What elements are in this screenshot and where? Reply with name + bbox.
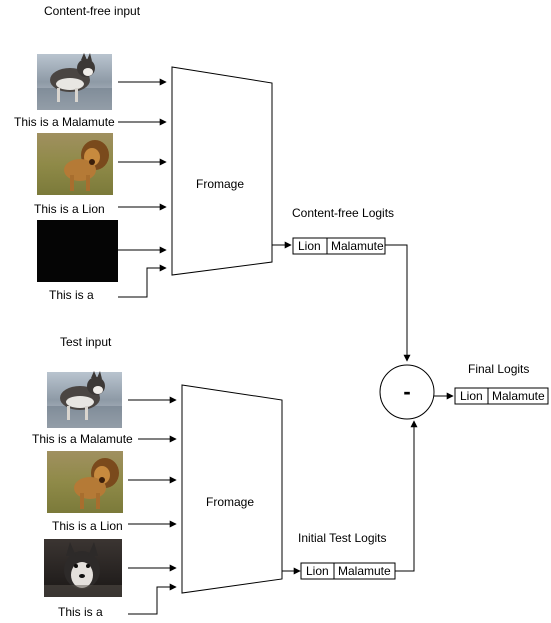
content-free-logits-title: Content-free Logits (292, 206, 394, 220)
final-logits-title: Final Logits (468, 362, 529, 376)
malamute-image (37, 53, 112, 110)
subtraction-symbol: - (403, 379, 410, 404)
final-logits-table: Lion Malamute (454, 387, 549, 405)
arrow-test-logits-to-minus (395, 420, 418, 572)
fromage-model-2-label: Fromage (206, 495, 254, 509)
fromage-model-1-label: Fromage (196, 177, 244, 191)
arrow-cf-logits-to-minus (385, 244, 411, 362)
fromage-model-2 (181, 384, 283, 594)
test-caption-1: This is a Malamute (32, 432, 133, 446)
test-input-title: Test input (60, 335, 112, 349)
test-caption-2: This is a Lion (52, 519, 123, 533)
initial-test-logits-table: Lion Malamute (300, 562, 396, 580)
content-free-logits-table: Lion Malamute (292, 237, 386, 255)
content-free-caption-2: This is a Lion (34, 202, 105, 216)
initial-test-logits-title: Initial Test Logits (298, 531, 387, 545)
test-logit-malamute: Malamute (338, 564, 391, 578)
test-malamute-image (47, 371, 122, 428)
lion-image (37, 133, 113, 195)
content-free-caption-3: This is a (49, 288, 94, 302)
black-image (37, 220, 118, 282)
cf-logit-malamute: Malamute (331, 239, 384, 253)
cf-logit-lion: Lion (298, 239, 321, 253)
content-free-title: Content-free input (44, 4, 141, 18)
test-logit-lion: Lion (306, 564, 329, 578)
test-caption-3: This is a (58, 605, 103, 619)
final-logit-lion: Lion (460, 389, 483, 403)
query-dog-image (44, 539, 122, 597)
subtraction-operator (379, 364, 435, 420)
final-logit-malamute: Malamute (492, 389, 545, 403)
arrow-cf-caption-3 (118, 264, 167, 298)
fromage-model-1 (171, 66, 273, 276)
content-free-caption-1: This is a Malamute (14, 115, 115, 129)
arrow-test-caption-3 (128, 583, 177, 615)
test-lion-image (47, 451, 123, 513)
